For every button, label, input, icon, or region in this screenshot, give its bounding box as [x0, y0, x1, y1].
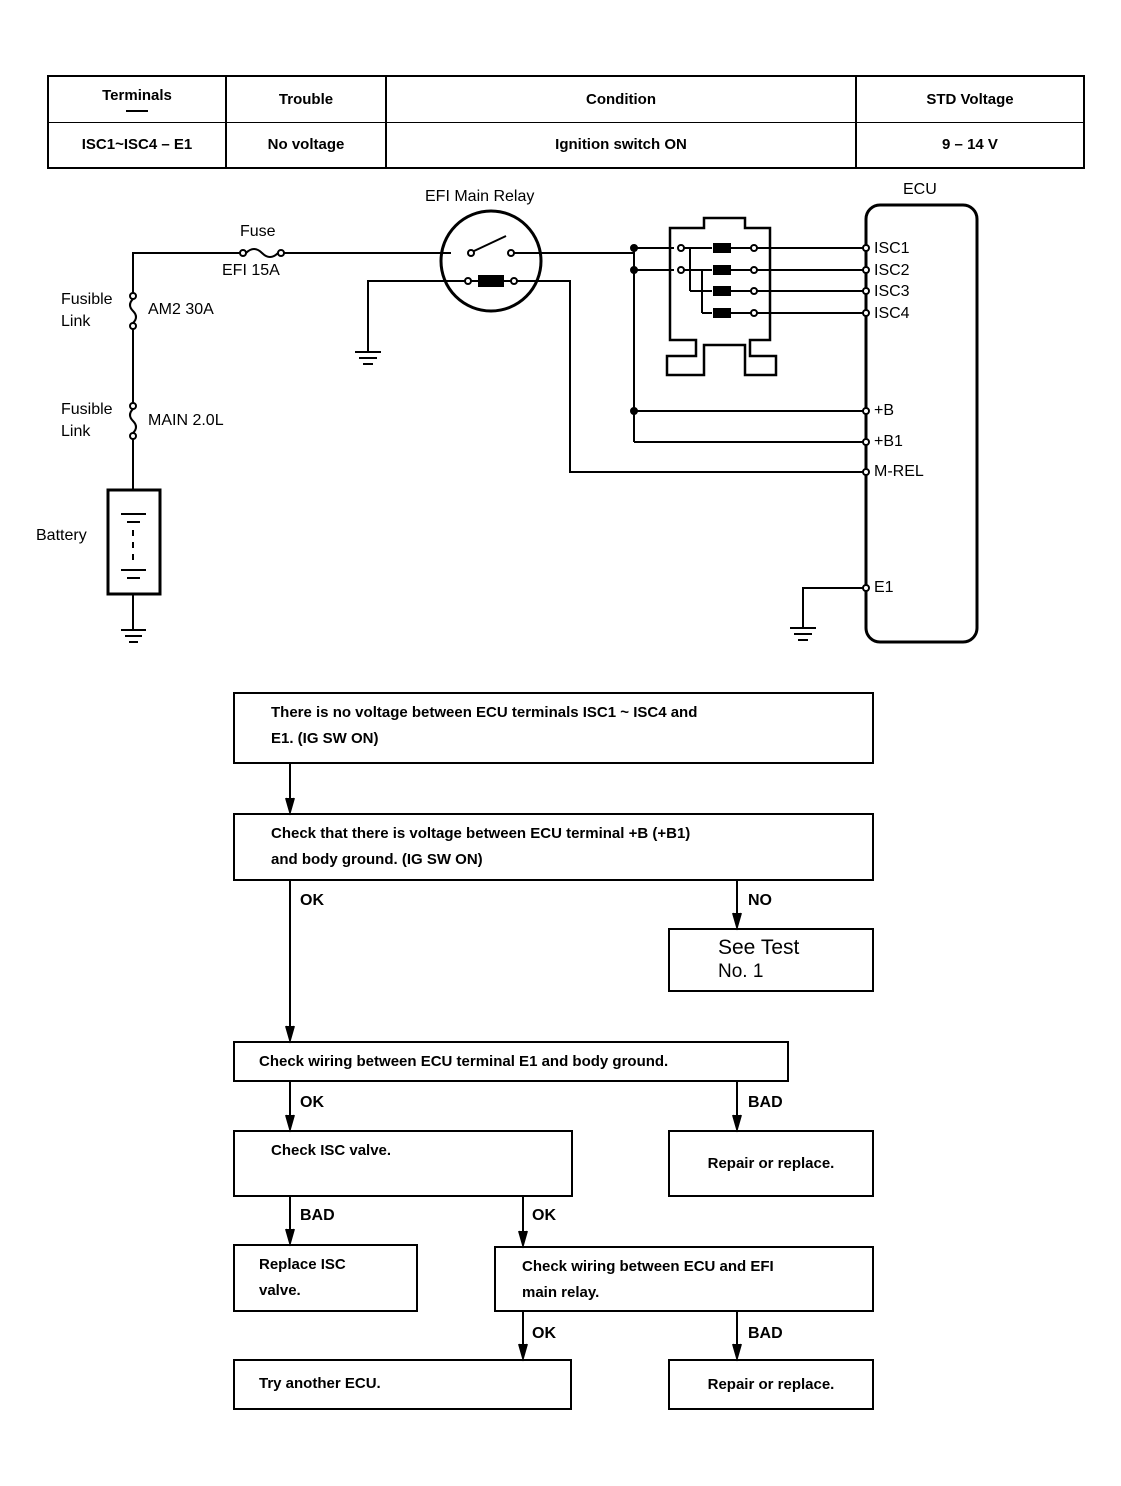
isc-valve-symbol [665, 216, 778, 377]
flow-see-test-line2: No. 1 [718, 961, 764, 982]
fusible-link-1-rating: AM2 30A [148, 301, 214, 318]
flow-see-test-1: See Test No. 1 [668, 928, 874, 992]
fusible-link-1-line2: Link [61, 313, 91, 330]
ecu-terminal-mrel: M-REL [874, 463, 924, 480]
spec-cell-trouble: No voltage [225, 121, 387, 169]
ecu-terminal-isc2: ISC2 [874, 262, 910, 279]
ecu-label: ECU [903, 181, 937, 198]
flow-repair-replace-1-text: Repair or replace. [707, 1154, 835, 1172]
ecu-terminal-isc1: ISC1 [874, 240, 910, 257]
wire-relay-coil-ground [367, 280, 465, 352]
fusible-link-am2-symbol [129, 292, 137, 330]
flow-repair-replace-2: Repair or replace. [668, 1359, 874, 1410]
battery-label: Battery [36, 527, 87, 544]
fusible-link-2-rating: MAIN 2.0L [148, 412, 224, 429]
ecu-terminal-b1: +B1 [874, 433, 903, 450]
flow-replace-isc-valve-line1: Replace ISC [259, 1256, 346, 1273]
flow-step-check-isc-valve-text: Check ISC valve. [271, 1142, 392, 1159]
flow-step-check-relay-wiring-line2: main relay. [522, 1284, 600, 1301]
relay-ground-symbol [355, 351, 381, 365]
flow-label-bad-3: BAD [748, 1325, 783, 1342]
fusible-link-2-line1: Fusible [61, 401, 113, 418]
efi-main-relay-symbol [439, 209, 543, 313]
flowchart-connectors [285, 764, 742, 1362]
spec-cell-terminals: ISC1~ISC4 – E1 [47, 121, 227, 169]
ecu-terminal-isc4: ISC4 [874, 305, 910, 322]
flow-replace-isc-valve: Replace ISC valve. [233, 1244, 418, 1312]
flow-label-ok-1: OK [300, 892, 324, 909]
wire-isc-to-ecu [757, 247, 864, 314]
spec-header-row: Terminals Trouble Condition STD Voltage [47, 75, 1085, 122]
ecu-terminal-isc3: ISC3 [874, 283, 910, 300]
fusible-link-1-line1: Fusible [61, 291, 113, 308]
flow-label-bad-1: BAD [748, 1094, 783, 1111]
flow-try-another-ecu: Try another ECU. [233, 1359, 572, 1410]
spec-header-trouble: Trouble [225, 75, 387, 122]
spec-cell-condition: Ignition switch ON [385, 121, 857, 169]
flow-try-another-ecu-text: Try another ECU. [259, 1375, 381, 1392]
spec-data-row: ISC1~ISC4 – E1 No voltage Ignition switc… [47, 121, 1085, 169]
flow-repair-replace-1: Repair or replace. [668, 1130, 874, 1197]
spec-table: Terminals Trouble Condition STD Voltage … [47, 75, 1085, 169]
flow-step-no-voltage-line2: E1. (IG SW ON) [271, 730, 379, 747]
ecu-terminal-e1: E1 [874, 579, 894, 596]
flow-step-check-voltage-line2: and body ground. (IG SW ON) [271, 851, 483, 868]
flow-step-check-voltage: Check that there is voltage between ECU … [233, 813, 874, 881]
flow-step-check-e1-wiring-text: Check wiring between ECU terminal E1 and… [259, 1053, 669, 1070]
battery-ground-symbol [121, 629, 146, 643]
flow-see-test-line1: See Test [718, 936, 800, 959]
battery-symbol [106, 488, 162, 596]
flow-label-bad-2: BAD [300, 1207, 335, 1224]
fusible-link-2-line2: Link [61, 423, 91, 440]
fuse-label: Fuse [240, 223, 276, 240]
relay-label: EFI Main Relay [425, 188, 535, 205]
spec-cell-std-voltage: 9 – 14 V [855, 121, 1085, 169]
flow-label-no: NO [748, 892, 772, 909]
flow-step-check-voltage-line1: Check that there is voltage between ECU … [271, 825, 691, 842]
flow-step-check-isc-valve: Check ISC valve. [233, 1130, 573, 1197]
flow-replace-isc-valve-line2: valve. [259, 1282, 301, 1299]
flow-step-check-relay-wiring-line1: Check wiring between ECU and EFI [522, 1258, 774, 1275]
flow-step-check-relay-wiring: Check wiring between ECU and EFI main re… [494, 1246, 874, 1312]
fuse-rating: EFI 15A [222, 262, 280, 279]
spec-header-condition: Condition [385, 75, 857, 122]
wire-e1-ground [802, 587, 863, 628]
flow-repair-replace-2-text: Repair or replace. [707, 1375, 835, 1393]
flow-label-ok-2: OK [300, 1094, 324, 1111]
ecu-box [864, 203, 979, 644]
flow-step-check-e1-wiring: Check wiring between ECU terminal E1 and… [233, 1041, 789, 1082]
wire-relay-to-mrel [517, 280, 864, 473]
fuse-symbol [239, 248, 285, 258]
wire-main-left [132, 252, 240, 293]
flow-step-no-voltage-line1: There is no voltage between ECU terminal… [271, 704, 698, 721]
fusible-link-main-symbol [129, 402, 137, 440]
ecu-terminal-pins [862, 244, 870, 592]
ecu-ground-symbol [790, 627, 816, 641]
flow-label-ok-4: OK [532, 1325, 556, 1342]
ecu-terminal-b: +B [874, 402, 895, 419]
spec-header-terminals: Terminals [47, 75, 227, 122]
flow-label-ok-3: OK [532, 1207, 556, 1224]
spec-header-std-voltage: STD Voltage [855, 75, 1085, 122]
flow-step-no-voltage: There is no voltage between ECU terminal… [233, 692, 874, 764]
